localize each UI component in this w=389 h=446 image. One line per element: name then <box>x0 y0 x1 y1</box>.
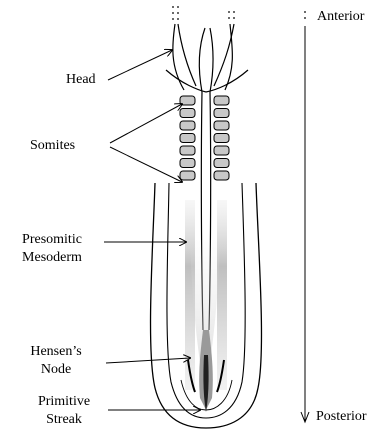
somite-group <box>180 96 229 180</box>
somite-right-1 <box>214 96 229 105</box>
streak-label-line2: Streak <box>20 411 108 429</box>
somite-left-5 <box>180 146 195 155</box>
hensens-node-label: Hensen’s Node <box>12 343 100 379</box>
streak-label-line1: Primitive <box>20 393 108 411</box>
primitive-streak-label: Primitive Streak <box>20 393 108 429</box>
somite-left-4 <box>180 134 195 143</box>
somite-right-6 <box>214 159 229 168</box>
somite-left-1 <box>180 96 195 105</box>
continuation-dots <box>172 6 306 20</box>
somite-right-4 <box>214 134 229 143</box>
head-pointer <box>108 50 172 80</box>
somite-right-3 <box>214 121 229 130</box>
presomitic-label-line2: Mesoderm <box>4 249 100 267</box>
anterior-label: Anterior <box>317 8 364 26</box>
presomitic-label-line1: Presomitic <box>4 231 100 249</box>
somite-right-5 <box>214 146 229 155</box>
somites-label: Somites <box>30 137 75 155</box>
head-label: Head <box>66 71 96 89</box>
presomitic-label: Presomitic Mesoderm <box>4 231 100 267</box>
posterior-label: Posterior <box>316 408 367 426</box>
hensens-pointer <box>106 358 190 363</box>
ap-axis-arrow <box>301 26 309 422</box>
somite-left-2 <box>180 109 195 118</box>
somite-right-7 <box>214 171 229 180</box>
head-region <box>166 24 248 92</box>
somites-pointer-2 <box>110 147 182 182</box>
somites-pointer-1 <box>110 104 182 143</box>
somite-left-7 <box>180 171 195 180</box>
somite-left-3 <box>180 121 195 130</box>
somite-left-6 <box>180 159 195 168</box>
hensens-label-line1: Hensen’s <box>12 343 100 361</box>
hensens-label-line2: Node <box>12 361 100 379</box>
somite-right-2 <box>214 109 229 118</box>
